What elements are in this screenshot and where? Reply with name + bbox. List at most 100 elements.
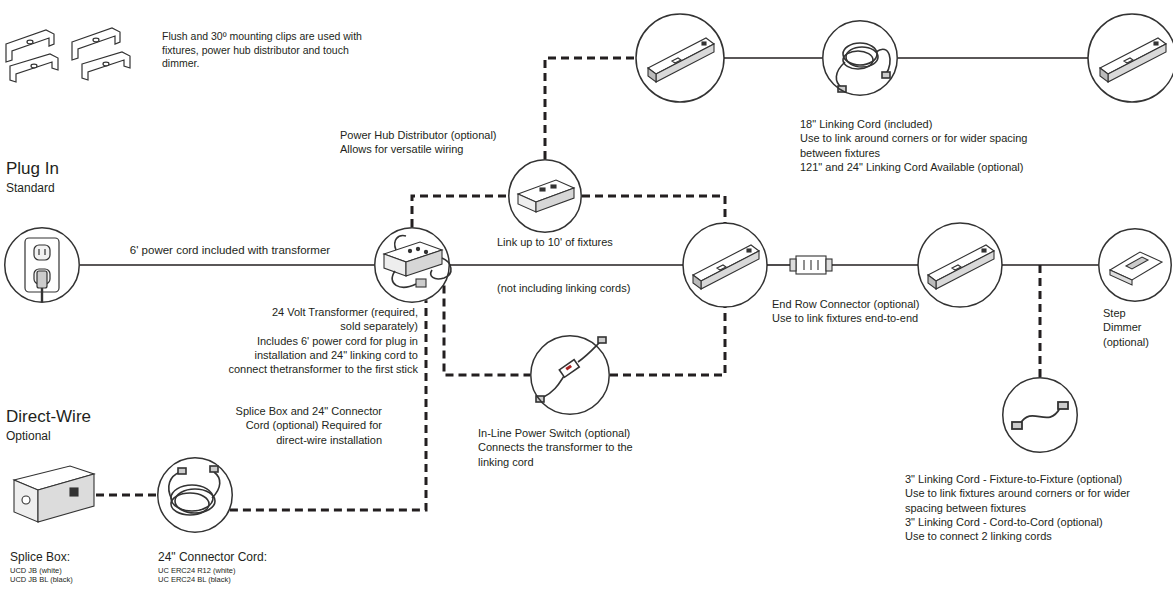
outlet-illustration [25,238,59,292]
end-row-connector: End Row Connector (optional)Use to link … [790,253,832,277]
caption-text: Use to link around corners or for wider … [800,131,1040,160]
power-switch-circle: In-Line Power Switch (optional)Connects … [530,335,610,415]
light-fixture [928,275,936,289]
in-line-switch-illustration [559,360,579,378]
mounting-clips [103,62,109,66]
end-row-connector-illustration [790,256,832,274]
outlet-illustration [41,288,43,302]
transformer-illustration [384,236,451,288]
connector-cord-coil [169,466,220,515]
light-fixture [648,38,714,82]
circle-outline [822,20,898,96]
circle-outline [509,160,582,233]
splice-box-illustration [70,488,78,496]
note-text: Splice Box and 24" Connector Cord (optio… [232,404,382,447]
caption-text: Use to link fixtures end-to-end [772,311,947,325]
mounting-clips [10,54,58,82]
circle-outline [158,458,233,533]
mounting-clips [6,28,130,82]
section-heading: Direct-Wire [6,406,136,428]
optional-connection [412,196,508,227]
short-linking-cord [1012,422,1022,429]
caption-text: Connects the transformer to the linking … [478,440,663,469]
transformer-illustration [408,249,411,252]
power-hub-illustration [536,188,574,212]
power-hub-circle: Power Hub Distributor (optional)Allows f… [508,159,582,233]
section-heading: Plug In [6,158,126,180]
circle-outline [4,227,80,303]
splice-box-illustration [14,466,94,522]
caption-text: In-Line Power Switch (optional) [478,426,663,440]
optional-connection [230,300,426,510]
power-hub-illustration [551,185,556,188]
circle-outline [374,227,450,303]
note-text: Link up to 10' of fixtures [497,235,677,249]
mounting-clips [31,64,37,68]
light-fixture [1124,58,1133,63]
light-fixture [702,42,706,45]
linking-cord-coil [836,62,845,88]
wire [1002,264,1098,266]
light-fixture [952,265,961,270]
transformer-illustration [416,247,419,250]
connector-cord-coil [169,472,180,500]
light-fixture [747,249,751,252]
caption-text: 3" Linking Cord - Cord-to-Cord (optional… [905,515,1160,529]
circle-outline [1098,228,1172,302]
optional-wire [545,58,636,159]
fixture-circles [636,14,1173,307]
note-text: Flush and 30º mounting clips are used wi… [162,30,372,71]
end-row-connector-illustration [817,260,818,270]
caption-text: Step Dimmer (optional) [1103,306,1167,349]
optional-wire [610,307,725,375]
transformer-illustration [416,279,426,287]
light-fixture [936,251,994,289]
light-fixture [717,265,726,270]
light-fixture [656,44,714,82]
caption-text: Use to connect 2 linking cords [905,529,1160,543]
wire [724,57,822,59]
connector-cord-coil [210,466,218,472]
short-cord-circle: 3" Linking Cord - Fixture-to-Fixture (op… [1002,377,1078,453]
mounting-clips [27,40,33,44]
light-fixture [1108,44,1166,82]
splice-box: Direct-WireOptionalSplice Box:UCD JB (wh… [12,465,96,525]
in-line-switch-illustration [598,337,606,343]
circle-outline [1003,378,1078,453]
optional-wire [545,58,1040,377]
end-row-connector-illustration [810,260,811,270]
connector-cord-coil [171,493,209,515]
connector-cord-coil [212,472,220,498]
connector-cord-coil [178,468,186,474]
caption-text: End Row Connector (optional) [772,297,947,311]
in-line-switch-illustration [565,365,572,371]
end-row-connector-illustration [790,259,796,271]
outlet-illustration [37,271,47,288]
note-text: (not including linking cords) [497,281,677,295]
wire [767,264,790,266]
in-line-switch-illustration [578,342,600,362]
light-fixture [693,245,759,289]
outlet-illustration [44,249,45,255]
light-fixture [1154,42,1158,45]
step-dimmer-circle: Step Dimmer (optional) [1098,228,1172,302]
circle-outline [508,159,582,233]
step-dimmer-illustration [1110,270,1132,285]
edge-label: 6' power cord included with transformer [110,243,350,258]
transformer-illustration [395,236,406,250]
section-subheading: Optional [6,429,136,445]
part-number: UCD JB BL (black) [10,575,130,585]
linking-cord-coil [882,72,890,78]
outlet-illustration [34,245,50,260]
mounting-clips [93,38,99,42]
optional-wire [1039,265,1042,377]
power-hub-illustration [518,180,574,212]
outlet-circle: Plug InStandard [4,227,80,303]
transformer-circle: 24 Volt Transformer (required, sold sepa… [374,227,450,303]
optional-wire [582,196,725,223]
light-fixture [1100,38,1166,82]
